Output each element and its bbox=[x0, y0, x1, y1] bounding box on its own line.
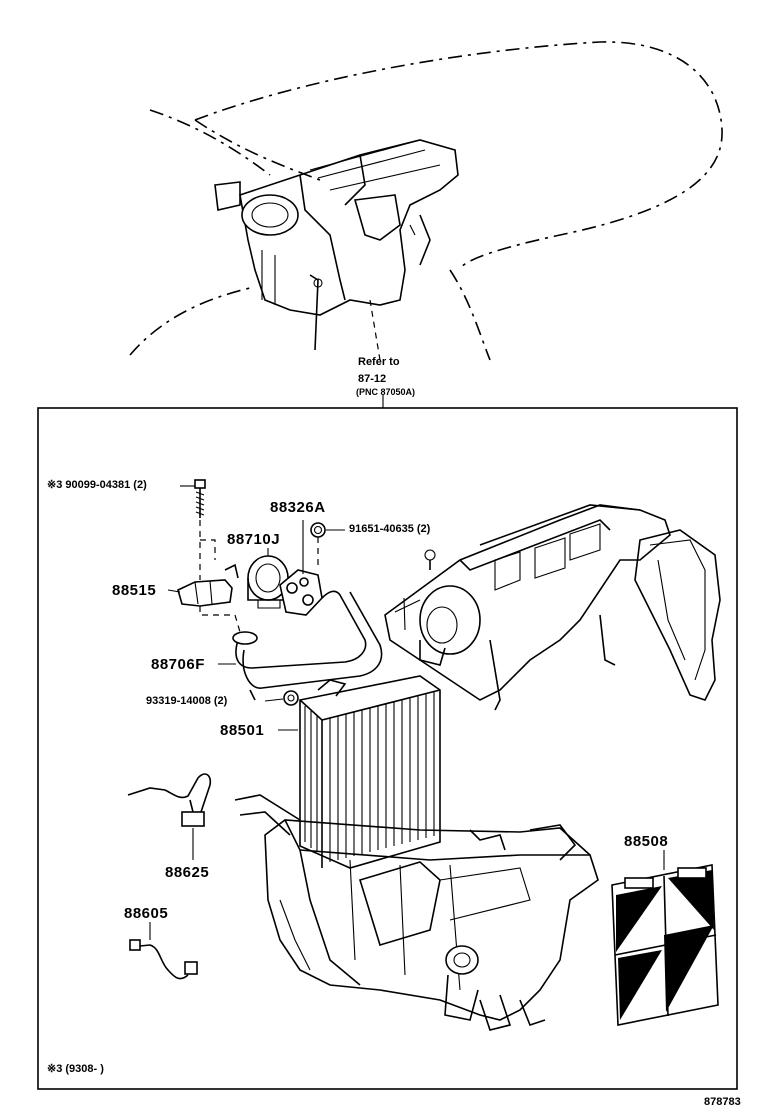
sensor-88605 bbox=[129, 939, 198, 980]
label-88625: 88625 bbox=[165, 864, 210, 881]
heater-unit-top-sketch bbox=[214, 139, 459, 351]
label-88508: 88508 bbox=[624, 833, 669, 850]
label-88710J: 88710J bbox=[227, 531, 281, 548]
reference-text-3: (PNC 87050A) bbox=[356, 387, 416, 397]
label-bolt-90099: ※3 90099-04381 (2) bbox=[47, 479, 147, 491]
expansion-valve-88710J bbox=[247, 555, 289, 609]
dashboard-outline bbox=[129, 41, 723, 361]
o-ring-93319 bbox=[283, 690, 299, 706]
leader-93319 bbox=[264, 698, 284, 702]
label-88605: 88605 bbox=[124, 905, 169, 922]
figure-number: 878783 bbox=[704, 1096, 741, 1108]
evaporator-88501 bbox=[299, 675, 441, 869]
reference-text-1: Refer to bbox=[358, 356, 400, 368]
leader-88515 bbox=[167, 589, 181, 593]
label-91651: 91651-40635 (2) bbox=[349, 523, 431, 535]
thermistor-88625 bbox=[127, 773, 212, 827]
blower-duct-assembly bbox=[384, 504, 721, 711]
label-88706F: 88706F bbox=[151, 656, 205, 673]
nut-91651 bbox=[310, 522, 326, 565]
diagram-frame bbox=[37, 407, 738, 1090]
label-93319: 93319-14008 (2) bbox=[146, 695, 228, 707]
reference-leader bbox=[369, 299, 381, 361]
label-88326A: 88326A bbox=[270, 499, 326, 516]
label-88515: 88515 bbox=[112, 582, 157, 599]
reference-text-2: 87-12 bbox=[358, 373, 387, 385]
tube-88706F bbox=[232, 590, 383, 701]
evaporator-fins bbox=[304, 692, 435, 862]
bolt-90099 bbox=[194, 479, 216, 580]
label-88501: 88501 bbox=[220, 722, 265, 739]
bracket-88515 bbox=[177, 563, 241, 633]
filter-88508 bbox=[611, 864, 719, 1026]
seal-88326A bbox=[279, 569, 323, 616]
heater-case-lower bbox=[234, 794, 599, 1031]
footnote: ※3 (9308- ) bbox=[47, 1063, 104, 1075]
